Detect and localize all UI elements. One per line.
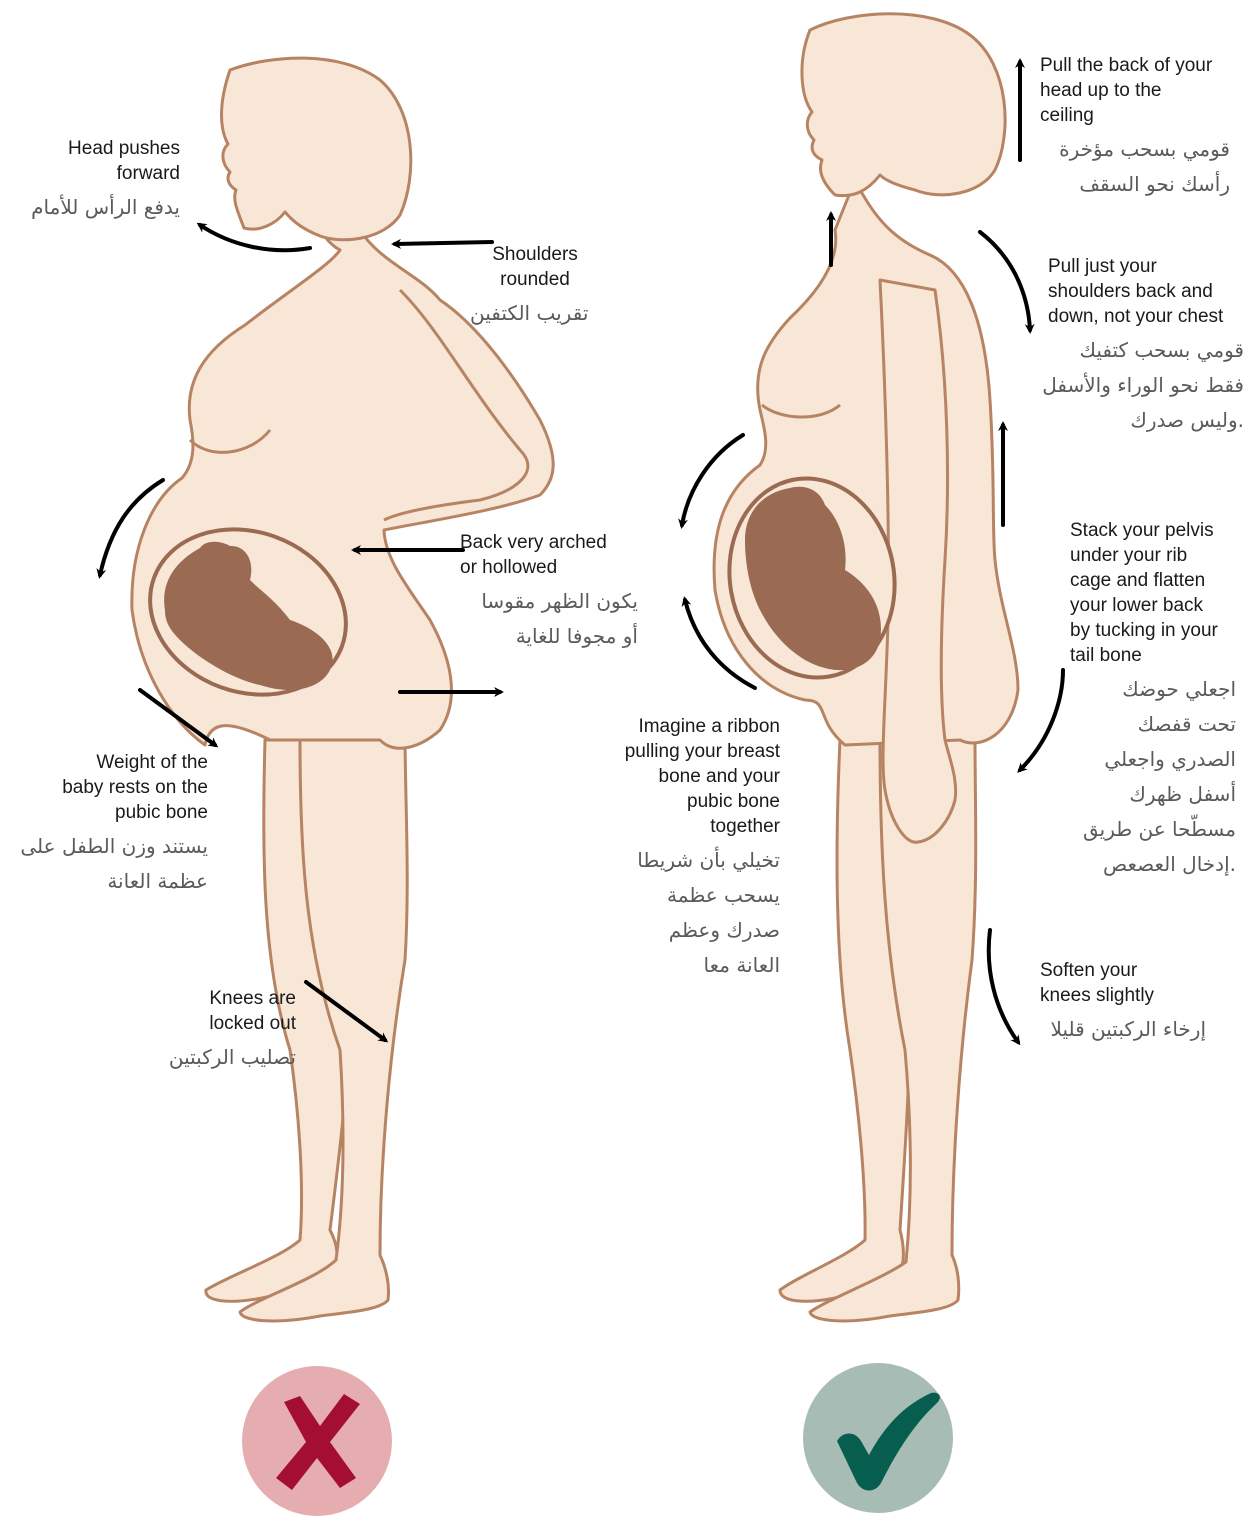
label-stack-pelvis: Stack your pelvis under your rib cage an… xyxy=(1070,518,1236,882)
label-en: Knees are locked out xyxy=(140,986,296,1036)
label-ar: يستند وزن الطفل على عظمة العانة xyxy=(6,829,208,899)
label-en: Back very arched or hollowed xyxy=(460,530,638,580)
label-ar: تقريب الكتفين xyxy=(470,296,620,331)
label-shoulders-rounded: Shoulders rounded تقريب الكتفين xyxy=(470,242,620,331)
label-en: Soften your knees slightly xyxy=(1040,958,1206,1008)
label-ar: يدفع الرأس للأمام xyxy=(8,190,180,225)
label-ar: تخيلي بأن شريطا يسحب عظمة صدرك وعظم العا… xyxy=(596,843,780,983)
label-knees-locked: Knees are locked out تصليب الركبتين xyxy=(140,986,296,1075)
label-en: Imagine a ribbon pulling your breast bon… xyxy=(596,714,780,839)
label-ar: يكون الظهر مقوسا أو مجوفا للغاية xyxy=(460,584,638,654)
correct-badge xyxy=(803,1363,953,1513)
label-shoulders-back: Pull just your shoulders back and down, … xyxy=(1030,254,1244,438)
label-ar: قومي بسحب كتفيك فقط نحو الوراء والأسفل و… xyxy=(1030,333,1244,438)
label-ar: اجعلي حوضك تحت قفصك الصدري واجعلي أسفل ظ… xyxy=(1070,672,1236,882)
incorrect-badge xyxy=(242,1366,392,1516)
label-ribbon: Imagine a ribbon pulling your breast bon… xyxy=(596,714,780,983)
label-ar: إرخاء الركبتين قليلا xyxy=(1040,1012,1206,1047)
label-pull-head-up: Pull the back of your head up to the cei… xyxy=(1040,53,1230,202)
arrow-icon xyxy=(980,232,1030,330)
arrow-icon xyxy=(1020,670,1063,770)
correct-head xyxy=(802,14,1005,196)
label-head-pushes-forward: Head pushes forward يدفع الرأس للأمام xyxy=(8,136,180,225)
label-en: Stack your pelvis under your rib cage an… xyxy=(1070,518,1236,668)
correct-posture-figure xyxy=(714,14,1018,1321)
label-en: Shoulders rounded xyxy=(470,242,600,292)
incorrect-head xyxy=(222,58,411,240)
label-en: Weight of the baby rests on the pubic bo… xyxy=(6,750,208,825)
label-weight-pubic-bone: Weight of the baby rests on the pubic bo… xyxy=(6,750,208,899)
arrow-icon xyxy=(989,930,1018,1042)
label-soften-knees: Soften your knees slightly إرخاء الركبتي… xyxy=(1040,958,1206,1047)
label-ar: تصليب الركبتين xyxy=(140,1040,296,1075)
label-en: Pull just your shoulders back and down, … xyxy=(1030,254,1244,329)
check-icon xyxy=(803,1363,953,1513)
cross-icon xyxy=(242,1366,392,1516)
label-ar: قومي بسحب مؤخرة رأسك نحو السقف xyxy=(1040,132,1230,202)
label-en: Head pushes forward xyxy=(8,136,180,186)
label-back-arched: Back very arched or hollowed يكون الظهر … xyxy=(460,530,638,654)
label-en: Pull the back of your head up to the cei… xyxy=(1040,53,1230,128)
